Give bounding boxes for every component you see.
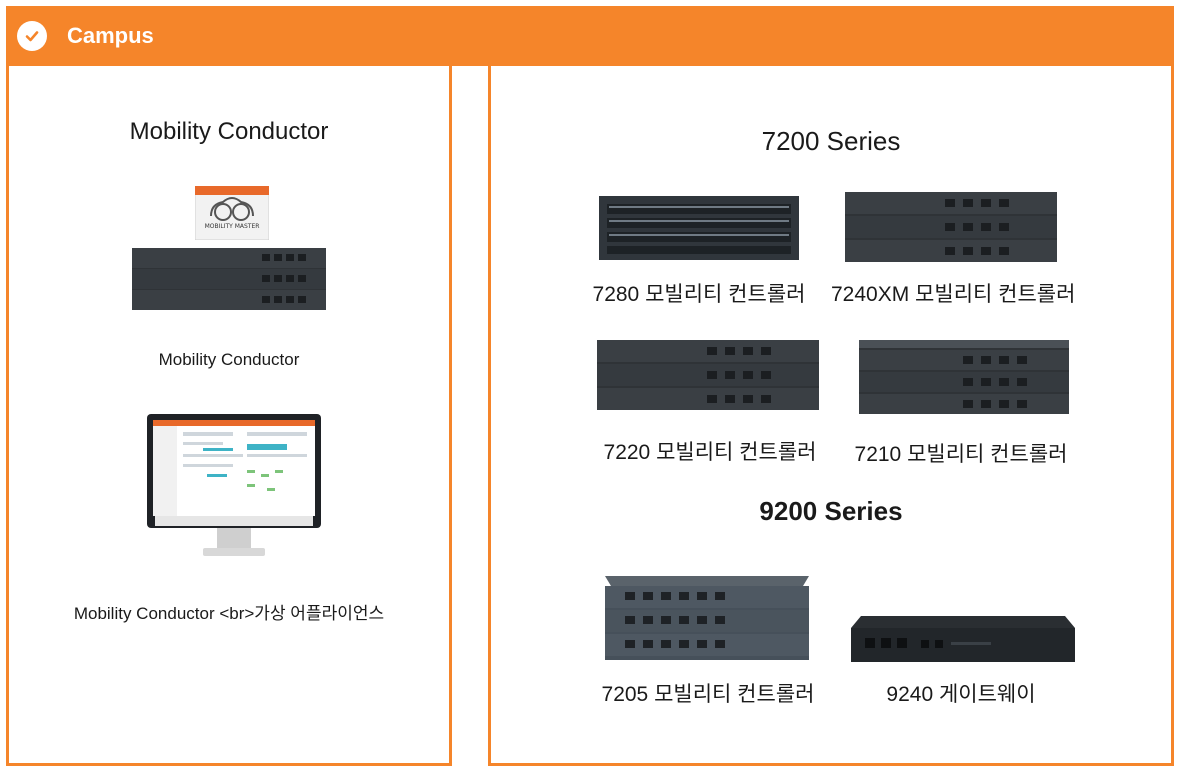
series-title: 9200 Series — [759, 496, 903, 526]
item-label: 7205 모빌리티 컨트롤러 — [601, 683, 815, 706]
controller-7240xm-image — [845, 192, 1057, 267]
gateway-9240-image — [851, 616, 1075, 667]
item-label: 7210 모빌리티 컨트롤러 — [854, 443, 1068, 466]
panel-title: Mobility Conductor — [129, 118, 329, 145]
item-label: 7280 모빌리티 컨트롤러 — [592, 283, 806, 306]
virtual-appliance-monitor-image — [147, 414, 321, 565]
section-title: Campus — [67, 23, 154, 48]
item-label: Mobility Conductor <br>가상 어플라이언스 — [73, 604, 385, 623]
controller-7280-image — [599, 196, 799, 265]
controller-7210-image — [859, 340, 1069, 419]
mobility-master-badge: MOBILITY MASTER — [194, 185, 270, 245]
series-panel: 7200 Series 7280 모빌리티 컨트롤러 7240XM 모빌리티 컨… — [488, 66, 1174, 766]
svg-text:MOBILITY MASTER: MOBILITY MASTER — [205, 223, 260, 230]
controller-7220-image — [597, 340, 819, 415]
mobility-conductor-panel: Mobility Conductor MOBILITY MASTER Mobil… — [6, 66, 452, 766]
item-label: 7240XM 모빌리티 컨트롤러 — [831, 283, 1076, 306]
check-circle-icon — [17, 21, 47, 51]
series-title: 7200 Series — [761, 126, 901, 156]
controller-7205-image — [605, 576, 809, 665]
section-header: Campus — [6, 6, 1174, 66]
item-label: 7220 모빌리티 컨트롤러 — [603, 441, 817, 464]
item-label: 9240 게이트웨이 — [886, 683, 1036, 706]
item-label: Mobility Conductor — [158, 350, 300, 369]
mobility-conductor-appliance-image — [132, 248, 326, 315]
